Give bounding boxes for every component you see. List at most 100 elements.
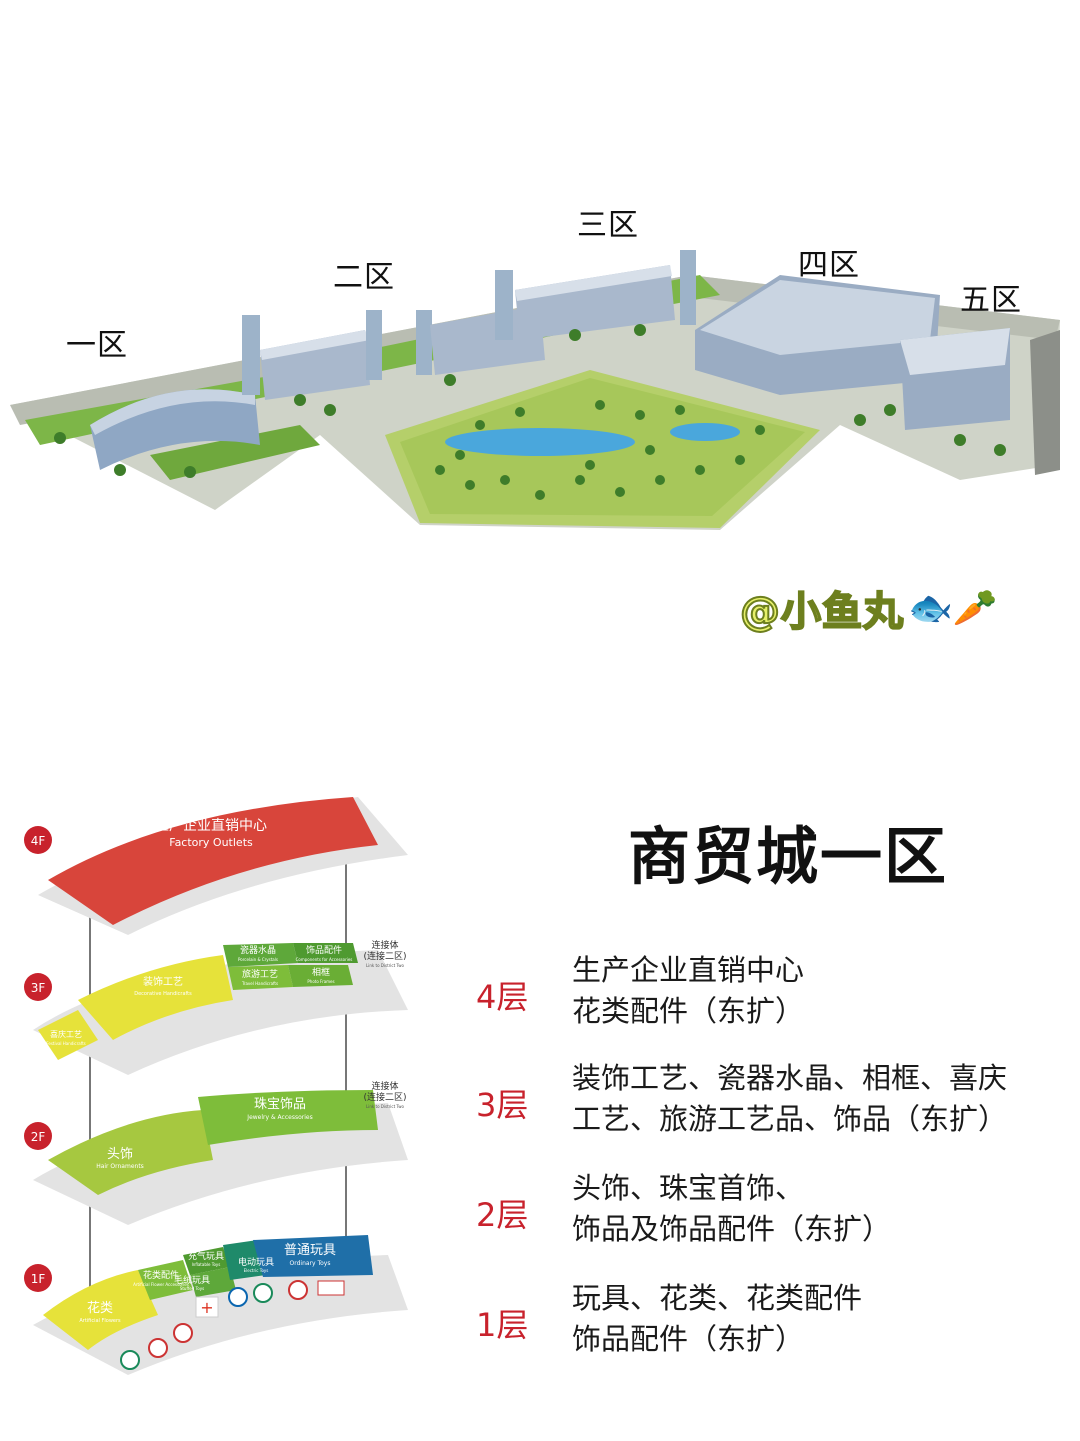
floor-desc-1: 玩具、花类、花类配件 饰品配件（东扩） <box>572 1278 1072 1360</box>
f4-label-cn: 生产企业直销中心 <box>155 817 267 834</box>
zone-label-3: 三区 <box>577 208 639 243</box>
f1-flowers-en: Artificial Flowers <box>79 1318 121 1324</box>
roof-zone-3 <box>515 265 672 301</box>
f3-porcelain-cn: 瓷器水晶 <box>240 944 276 956</box>
floor-desc-1-line-1: 玩具、花类、花类配件 <box>572 1281 863 1315</box>
zone-3f-festival <box>38 1010 98 1060</box>
bank-icon-4 <box>288 1280 308 1300</box>
bank-icon-1 <box>195 1296 219 1318</box>
page-title: 商贸城一区 <box>628 820 949 893</box>
f3-connector-cn2: (连接二区) <box>363 950 406 962</box>
zone-2f-hair <box>48 1110 213 1195</box>
badge-4f <box>24 826 52 854</box>
badge-1f <box>24 1264 52 1292</box>
floor-number-4: 4层 <box>476 978 529 1016</box>
bank-icon-5 <box>317 1280 345 1296</box>
aerial-map: 一区 二区 三区 四区 五区 <box>0 180 1080 560</box>
f1-stuffed-en: Stuffed Toys <box>180 1286 204 1291</box>
bank-icon-3 <box>253 1283 273 1303</box>
f3-components-cn: 饰品配件 <box>306 944 342 956</box>
zone-label-1: 一区 <box>66 328 128 363</box>
f3-festival-cn: 喜庆工艺 <box>50 1029 82 1039</box>
roof-zone-1 <box>90 389 255 435</box>
f1-ordinary-cn: 普通玩具 <box>284 1243 336 1258</box>
f2-connector-en: Link to District Two <box>366 1104 404 1109</box>
f1-flower-acc-cn: 花类配件 <box>143 1269 179 1281</box>
f2-jewelry-cn: 珠宝饰品 <box>254 1097 306 1112</box>
floor-diagram: + 4F 3F 2F 1F 生产企业直销中心 Factory Outlets 装… <box>18 785 428 1385</box>
zone-label-4: 四区 <box>798 248 860 283</box>
f3-porcelain-en: Porcelain & Crystals <box>238 957 278 962</box>
zone-3f-components <box>293 943 358 963</box>
zone-1f-ordinary <box>253 1235 373 1277</box>
floor-desc-4: 生产企业直销中心 花类配件（东扩） <box>572 950 1072 1032</box>
zone-3f-travel <box>228 965 293 990</box>
bank-icon-2 <box>228 1287 248 1307</box>
aerial-illustration <box>10 250 1060 530</box>
floor-desc-2-line-2: 饰品及饰品配件（东扩） <box>572 1212 892 1246</box>
floor-desc-4-line-1: 生产企业直销中心 <box>572 953 805 987</box>
badge-4f-label: 4F <box>31 834 46 848</box>
floor-number-1: 1层 <box>476 1306 529 1344</box>
floor-desc-2-line-1: 头饰、珠宝首饰、 <box>572 1171 805 1205</box>
badge-3f <box>24 973 52 1001</box>
floor-desc-2: 头饰、珠宝首饰、 饰品及饰品配件（东扩） <box>572 1168 1072 1250</box>
roof-zone-5 <box>900 328 1010 375</box>
f3-festival-en: Festival Handicrafts <box>46 1041 85 1046</box>
right-road <box>1030 330 1060 475</box>
floor-desc-3-line-1: 装饰工艺、瓷器水晶、相框、喜庆 <box>572 1061 1008 1095</box>
tower-zone-3b <box>680 250 696 325</box>
author-watermark: @小鱼丸 🐟🥕 <box>739 582 998 636</box>
tower-zone-2b <box>416 310 432 375</box>
zone-2f-jewelry <box>198 1090 378 1145</box>
floor-desc-4-line-2: 花类配件（东扩） <box>572 994 805 1028</box>
tower-zone-1 <box>242 315 260 395</box>
f1-ordinary-en: Ordinary Toys <box>290 1260 331 1267</box>
zone-1f-inflatable <box>183 1247 230 1275</box>
f1-electric-cn: 电动玩具 <box>238 1256 274 1268</box>
zone-label-2: 二区 <box>333 260 395 295</box>
watermark-text: @小鱼丸 <box>739 588 904 636</box>
f3-components-en: Components for Accessories <box>296 957 353 962</box>
floor-desc-1-line-2: 饰品配件（东扩） <box>572 1322 805 1356</box>
f1-flowers-cn: 花类 <box>87 1300 113 1316</box>
fish-carrot-icon: 🐟🥕 <box>908 588 998 629</box>
f1-electric-en: Electric Toys <box>244 1268 269 1273</box>
f3-connector-cn1: 连接体 <box>371 939 398 951</box>
zone-3f-porcelain <box>223 943 298 967</box>
f3-decorative-en: Decorative Handicrafts <box>134 991 192 997</box>
f1-inflatable-en: Inflatable Toys <box>192 1262 221 1267</box>
f3-travel-en: Travel Handicrafts <box>241 981 278 986</box>
bank-icon-8 <box>173 1323 193 1343</box>
floor-desc-3-line-2: 工艺、旅游工艺品、饰品（东扩） <box>572 1102 1008 1136</box>
f2-connector-cn1: 连接体 <box>371 1080 398 1092</box>
zone-1f-flowers <box>43 1270 158 1350</box>
floor-number-2: 2层 <box>476 1196 529 1234</box>
zone-3f-decorative <box>78 955 233 1040</box>
roof-zone-4 <box>700 280 935 355</box>
zone-1f-stuffed <box>190 1267 236 1297</box>
street-trees <box>54 324 1006 478</box>
building-zone-2c <box>430 305 545 375</box>
slab-2f <box>33 1103 408 1225</box>
zone-1f-electric <box>223 1240 266 1280</box>
f3-frames-en: Photo Frames <box>307 979 334 984</box>
badge-3f-label: 3F <box>31 981 46 995</box>
f3-travel-cn: 旅游工艺 <box>242 968 278 980</box>
floor-stack-illustration: + 4F 3F 2F 1F 生产企业直销中心 Factory Outlets 装… <box>24 797 408 1375</box>
badge-1f-label: 1F <box>31 1272 46 1286</box>
f4-label-en: Factory Outlets <box>169 836 253 849</box>
f2-hair-cn: 头饰 <box>107 1147 133 1162</box>
f3-decorative-cn: 装饰工艺 <box>143 975 183 988</box>
f3-frames-cn: 相框 <box>312 966 330 978</box>
f1-flower-acc-en: Artificial Flower Accessories <box>133 1282 189 1287</box>
park-lake <box>445 428 635 456</box>
svg-text:+: + <box>200 1298 213 1317</box>
f2-jewelry-en: Jewelry & Accessories <box>246 1114 312 1121</box>
slab-1f <box>33 1255 408 1375</box>
f2-hair-en: Hair Ornaments <box>96 1163 144 1170</box>
park-pond <box>670 423 740 441</box>
badge-2f-label: 2F <box>31 1130 46 1144</box>
roof-zone-2 <box>260 330 370 360</box>
zone-1f-flower-accessories <box>138 1260 193 1300</box>
